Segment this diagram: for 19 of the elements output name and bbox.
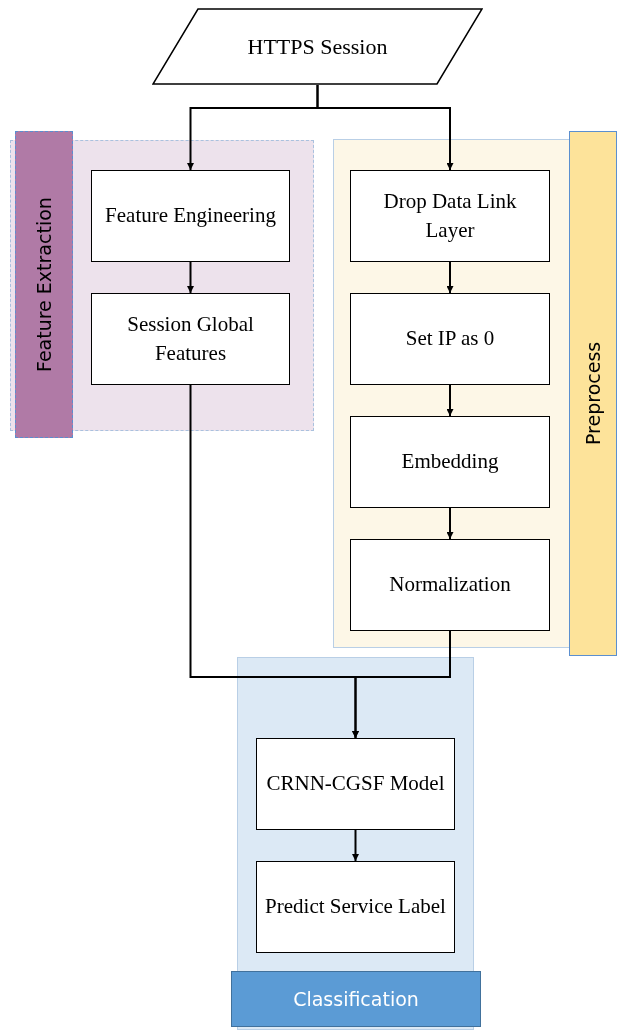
arrow — [446, 384, 454, 417]
process-box: Embedding — [350, 416, 550, 508]
section-tab: Preprocess — [569, 131, 617, 656]
arrow — [352, 630, 451, 739]
arrow — [352, 829, 359, 862]
input-parallelogram: HTTPS Session — [152, 8, 483, 85]
arrow — [446, 261, 454, 294]
process-box: Set IP as 0 — [350, 293, 550, 385]
process-box: Feature Engineering — [91, 170, 290, 262]
section-tab: Classification — [231, 971, 481, 1027]
section-tab: Feature Extraction — [15, 131, 73, 438]
process-box: Predict Service Label — [256, 861, 455, 953]
process-box: Normalization — [350, 539, 550, 631]
arrow — [316, 84, 454, 171]
process-box: Session Global Features — [91, 293, 290, 385]
process-box: CRNN-CGSF Model — [256, 738, 455, 830]
arrow — [187, 261, 194, 294]
arrow — [446, 507, 454, 540]
process-box: Drop Data Link Layer — [350, 170, 550, 262]
